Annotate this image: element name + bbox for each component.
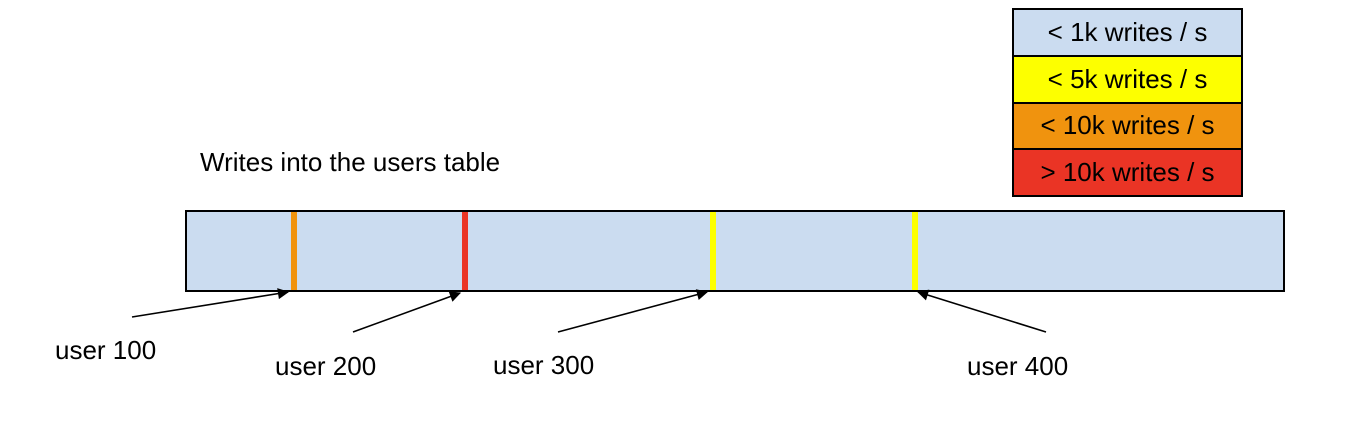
- annotation-arrow-user-400: [916, 289, 1047, 333]
- legend-item-2: < 10k writes / s: [1014, 103, 1241, 151]
- annotation-arrow-user-300: [557, 289, 709, 333]
- legend-item-0: < 1k writes / s: [1014, 10, 1241, 57]
- users-table-bar: [185, 210, 1285, 292]
- legend-item-label: > 10k writes / s: [1040, 157, 1215, 188]
- user-label-user-100: user 100: [55, 335, 157, 365]
- legend-item-label: < 5k writes / s: [1047, 63, 1208, 94]
- annotation-arrow-user-200: [352, 291, 462, 333]
- user-label-user-200: user 200: [275, 351, 377, 381]
- user-label-user-400: user 400: [967, 351, 1069, 381]
- write-hotspot-stripe-user-100: [291, 212, 297, 290]
- write-hotspot-stripe-user-200: [462, 212, 468, 290]
- legend-item-label: < 10k writes / s: [1040, 110, 1215, 141]
- diagram-title: Writes into the users table: [200, 147, 501, 177]
- legend-item-3: > 10k writes / s: [1014, 150, 1241, 196]
- annotation-arrow-user-100: [131, 288, 290, 318]
- legend-item-label: < 1k writes / s: [1047, 16, 1208, 47]
- write-hotspot-stripe-user-300: [710, 212, 716, 290]
- legend-item-1: < 5k writes / s: [1014, 56, 1241, 104]
- user-label-user-300: user 300: [493, 350, 595, 380]
- legend: < 1k writes / s < 5k writes / s < 10k writ…: [1012, 8, 1243, 198]
- write-hotspot-stripe-user-400: [912, 212, 918, 290]
